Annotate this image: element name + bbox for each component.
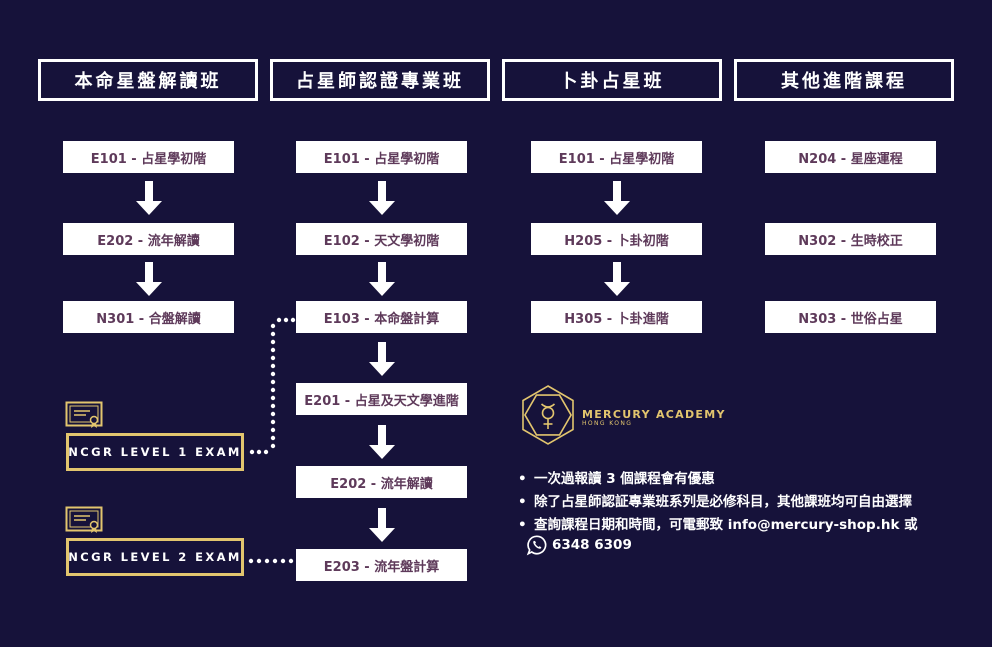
down-arrow-icon [136, 181, 162, 215]
course-box: E202 - 流年解讀 [296, 466, 467, 498]
mercury-symbol-icon [522, 385, 574, 445]
course-box: N301 - 合盤解讀 [63, 301, 234, 333]
note-required: •除了占星師認証專業班系列是必修科目，其他課班均可自由選擇 [518, 494, 912, 510]
course-box: E103 - 本命盤計算 [296, 301, 467, 333]
course-box: E201 - 占星及天文學進階 [296, 383, 467, 415]
column-header-horary: 卜卦占星班 [502, 59, 722, 101]
dotted-connector-level-1 [249, 317, 296, 455]
down-arrow-icon [604, 181, 630, 215]
note-text: 查詢課程日期和時間，可電郵致 info@mercury-shop.hk 或 [534, 517, 918, 533]
phone-number: 6348 6309 [552, 537, 632, 553]
exam-box-level-2: NCGR LEVEL 2 EXAM [66, 538, 244, 576]
whatsapp-icon [526, 535, 547, 556]
course-box: H305 - 卜卦進階 [531, 301, 702, 333]
course-box: N303 - 世俗占星 [765, 301, 936, 333]
course-box: N302 - 生時校正 [765, 223, 936, 255]
down-arrow-icon [369, 425, 395, 459]
down-arrow-icon [369, 508, 395, 542]
academy-location: HONG KONG [582, 420, 633, 427]
certificate-icon [65, 401, 103, 428]
note-text: 除了占星師認証專業班系列是必修科目，其他課班均可自由選擇 [534, 494, 912, 510]
academy-name: MERCURY ACADEMY [582, 408, 726, 421]
note-enquiry: •查詢課程日期和時間，可電郵致 info@mercury-shop.hk 或 [518, 517, 918, 533]
exam-box-level-1: NCGR LEVEL 1 EXAM [66, 433, 244, 471]
course-box: E101 - 占星學初階 [63, 141, 234, 173]
column-header-other: 其他進階課程 [734, 59, 954, 101]
column-header-natal: 本命星盤解讀班 [38, 59, 258, 101]
course-box: E102 - 天文學初階 [296, 223, 467, 255]
down-arrow-icon [369, 342, 395, 376]
down-arrow-icon [136, 262, 162, 296]
course-box: E101 - 占星學初階 [296, 141, 467, 173]
course-box: E202 - 流年解讀 [63, 223, 234, 255]
down-arrow-icon [369, 181, 395, 215]
note-discount: •一次過報讀 3 個課程會有優惠 [518, 471, 715, 487]
course-box: E101 - 占星學初階 [531, 141, 702, 173]
course-box: H205 - 卜卦初階 [531, 223, 702, 255]
column-header-certification: 占星師認證專業班 [270, 59, 490, 101]
certificate-icon [65, 506, 103, 533]
dotted-connector-level-2 [248, 558, 294, 564]
course-box: N204 - 星座運程 [765, 141, 936, 173]
down-arrow-icon [369, 262, 395, 296]
note-text: 一次過報讀 3 個課程會有優惠 [534, 471, 715, 487]
down-arrow-icon [604, 262, 630, 296]
phone-contact[interactable]: 6348 6309 [526, 534, 632, 556]
course-box: E203 - 流年盤計算 [296, 549, 467, 581]
